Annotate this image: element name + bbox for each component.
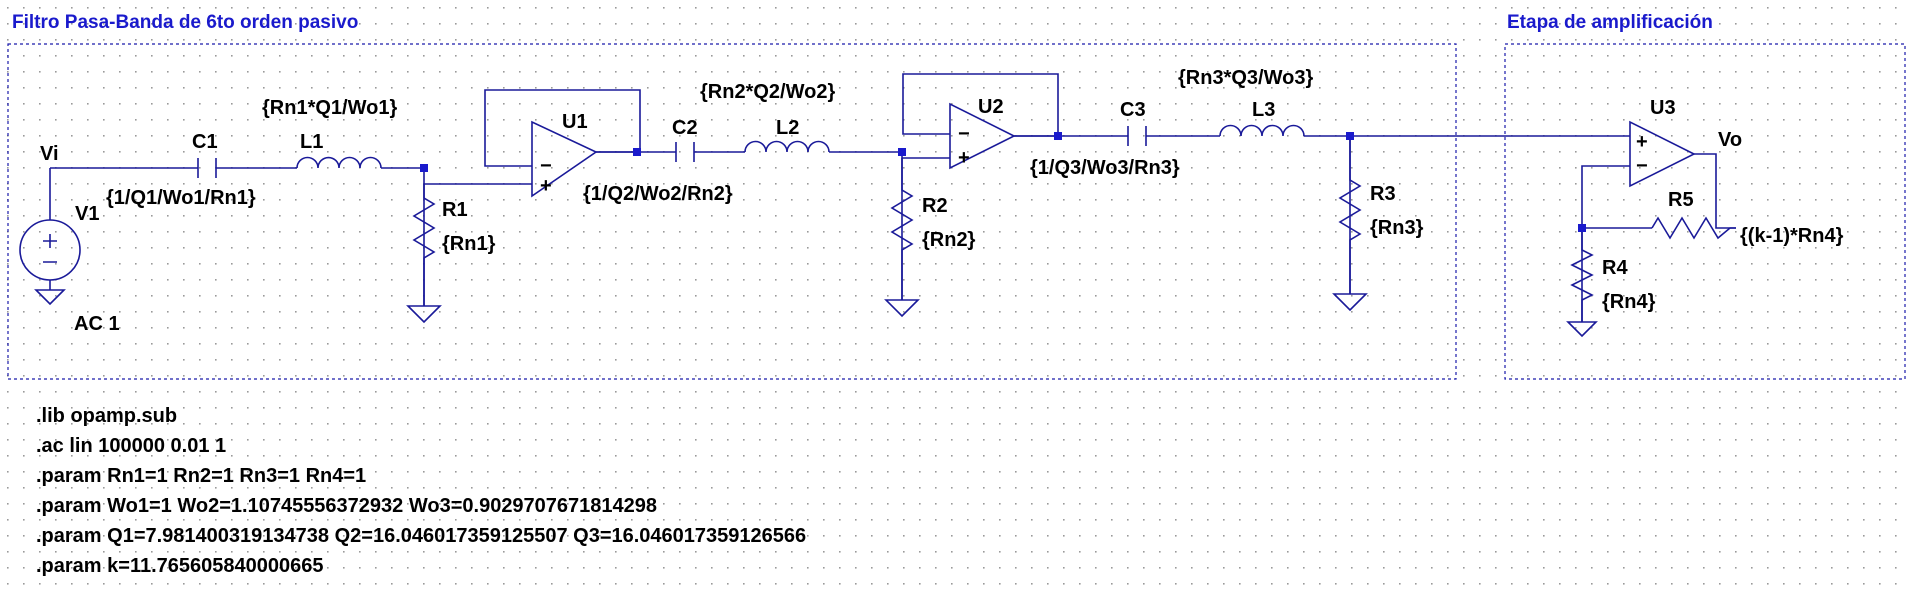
ref-l3: L3 <box>1252 99 1275 121</box>
value-c1: {1/Q1/Wo1/Rn1} <box>106 187 256 209</box>
opamp-u1[interactable]: − + <box>531 120 598 198</box>
value-r1: {Rn1} <box>442 233 496 255</box>
ground-r3 <box>1332 293 1368 312</box>
ground-r4 <box>1566 321 1598 338</box>
ref-c1: C1 <box>192 131 218 153</box>
value-l1: {Rn1*Q1/Wo1} <box>262 97 397 119</box>
capacitor-c2[interactable] <box>675 142 695 162</box>
ref-r4: R4 <box>1602 257 1628 279</box>
ref-r2: R2 <box>922 195 948 217</box>
value-l2: {Rn2*Q2/Wo2} <box>700 81 835 103</box>
junction-r2 <box>898 148 906 156</box>
ref-c3: C3 <box>1120 99 1146 121</box>
spice-directive-6: .param k=11.765605840000665 <box>36 555 324 577</box>
u3-plus-sign: + <box>1636 131 1648 153</box>
junction-r1 <box>420 164 428 172</box>
ref-u3: U3 <box>1650 97 1676 119</box>
ref-u1: U1 <box>562 111 588 133</box>
capacitor-c3[interactable] <box>1127 126 1147 146</box>
opamp-u3[interactable]: + − <box>1629 120 1696 188</box>
junction-r3 <box>1346 132 1354 140</box>
ref-r5: R5 <box>1668 189 1694 211</box>
capacitor-c1[interactable] <box>197 158 217 178</box>
ref-u2: U2 <box>978 96 1004 118</box>
net-label-vo: Vo <box>1718 129 1742 151</box>
spice-directive-5: .param Q1=7.981400319134738 Q2=16.046017… <box>36 525 806 547</box>
wire-u3-feedback <box>1581 153 1736 229</box>
value-c3: {1/Q3/Wo3/Rn3} <box>1030 157 1180 179</box>
junction-dots <box>420 132 1586 232</box>
ref-c2: C2 <box>672 117 698 139</box>
u1-plus-sign: + <box>540 175 552 197</box>
junction-u2-out <box>1054 132 1062 140</box>
value-r3: {Rn3} <box>1370 217 1424 239</box>
resistor-r1[interactable] <box>412 184 436 306</box>
ref-r3: R3 <box>1370 183 1396 205</box>
value-v1: AC 1 <box>74 313 120 335</box>
spice-directives: .lib opamp.sub .ac lin 100000 0.01 1 .pa… <box>36 405 806 577</box>
ground-r2 <box>884 299 920 318</box>
u3-minus-sign: − <box>1636 155 1648 177</box>
passive-filter-frame <box>7 43 1457 380</box>
value-r2: {Rn2} <box>922 229 976 251</box>
resistor-r3[interactable] <box>1338 136 1362 294</box>
u1-minus-sign: − <box>540 155 552 177</box>
source-v1[interactable] <box>19 219 81 306</box>
inductor-l3[interactable] <box>1219 124 1305 137</box>
resistor-r5[interactable] <box>1651 216 1736 240</box>
ground-r1 <box>406 305 442 324</box>
value-l3: {Rn3*Q3/Wo3} <box>1178 67 1313 89</box>
ref-v1: V1 <box>75 203 99 225</box>
passive-filter-title: Filtro Pasa-Banda de 6to orden pasivo <box>12 12 358 33</box>
inductor-l1[interactable] <box>296 156 382 169</box>
value-r5: {(k-1)*Rn4} <box>1740 225 1844 247</box>
u2-minus-sign: − <box>958 123 970 145</box>
ref-l2: L2 <box>776 117 799 139</box>
amp-stage-title: Etapa de amplificación <box>1507 12 1713 33</box>
resistor-r2[interactable] <box>890 158 914 300</box>
value-c2: {1/Q2/Wo2/Rn2} <box>583 183 733 205</box>
value-r4: {Rn4} <box>1602 291 1656 313</box>
u2-plus-sign: + <box>958 147 970 169</box>
spice-directive-4: .param Wo1=1 Wo2=1.10745556372932 Wo3=0.… <box>36 495 657 517</box>
inductor-l2[interactable] <box>744 140 830 153</box>
spice-directive-1: .lib opamp.sub <box>36 405 177 427</box>
ground-symbols <box>406 293 1598 338</box>
net-label-vi: Vi <box>40 143 59 165</box>
wire-u2-out <box>1014 135 1630 294</box>
spice-directive-2: .ac lin 100000 0.01 1 <box>36 435 226 457</box>
spice-directive-3: .param Rn1=1 Rn2=1 Rn3=1 Rn4=1 <box>36 465 366 487</box>
junction-u1-out <box>633 148 641 156</box>
junction-r4 <box>1578 224 1586 232</box>
opamp-u2[interactable]: − + <box>949 102 1016 170</box>
resistor-r4[interactable] <box>1570 228 1594 322</box>
wire-vi <box>49 167 532 306</box>
ref-l1: L1 <box>300 131 323 153</box>
ref-r1: R1 <box>442 199 468 221</box>
amp-stage-frame <box>1504 43 1906 380</box>
